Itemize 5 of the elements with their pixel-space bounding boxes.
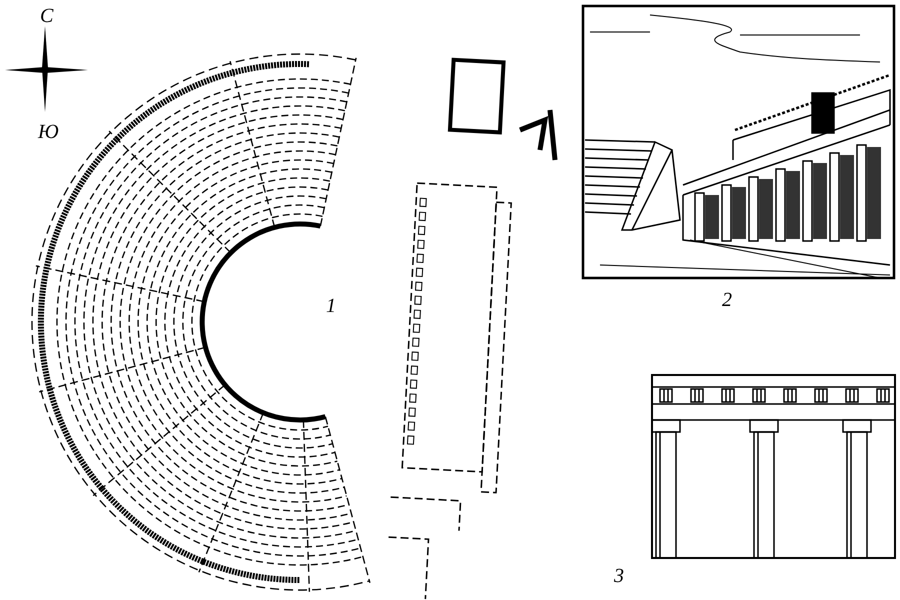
figure-number: 2 xyxy=(722,290,732,310)
compass-letter: Ю xyxy=(38,122,59,142)
figure-number: 1 xyxy=(326,296,336,316)
compass-letter: С xyxy=(40,6,54,26)
figure-number: 3 xyxy=(614,566,624,586)
